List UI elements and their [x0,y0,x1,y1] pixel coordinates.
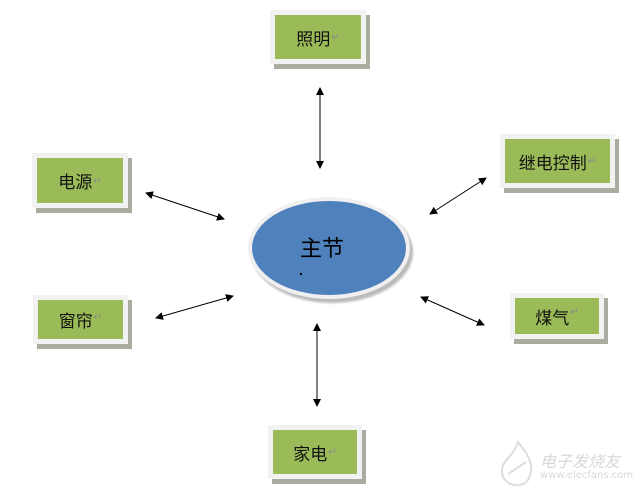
node-label: 照明 [296,29,331,50]
arrow-power [145,191,225,221]
node-label: 继电控制 [518,153,587,174]
node-relay: 继电控制↵ [500,134,615,188]
node-appliance: 家电↵ [268,425,362,479]
node-gas: 煤气↵ [510,293,604,339]
node-lighting: 照明↵ [270,10,366,64]
return-mark: ↵ [328,447,337,458]
dot [300,273,302,275]
watermark-url: www.elecfans.com [540,470,634,481]
node-label: 家电 [293,444,328,465]
node-curtain: 窗帘↵ [33,295,128,344]
hub-label: 主节 [300,237,345,262]
node-label: 窗帘 [58,312,93,332]
return-mark: ↵ [93,176,102,187]
node-label: 电源 [58,173,93,193]
return-mark: ↵ [93,312,103,323]
arrow-relay [429,177,487,215]
node-power: 电源↵ [32,153,128,208]
arrow-gas [420,296,485,326]
node-label: 煤气 [535,308,570,329]
return-mark: ↵ [331,32,340,43]
return-mark: ↵ [587,156,597,167]
watermark-name: 电子发烧友 [540,452,621,471]
arrow-curtain [155,294,234,320]
hub-node: 主节 [248,197,410,299]
watermark-logo-icon [500,440,533,487]
return-mark: ↵ [570,307,579,318]
